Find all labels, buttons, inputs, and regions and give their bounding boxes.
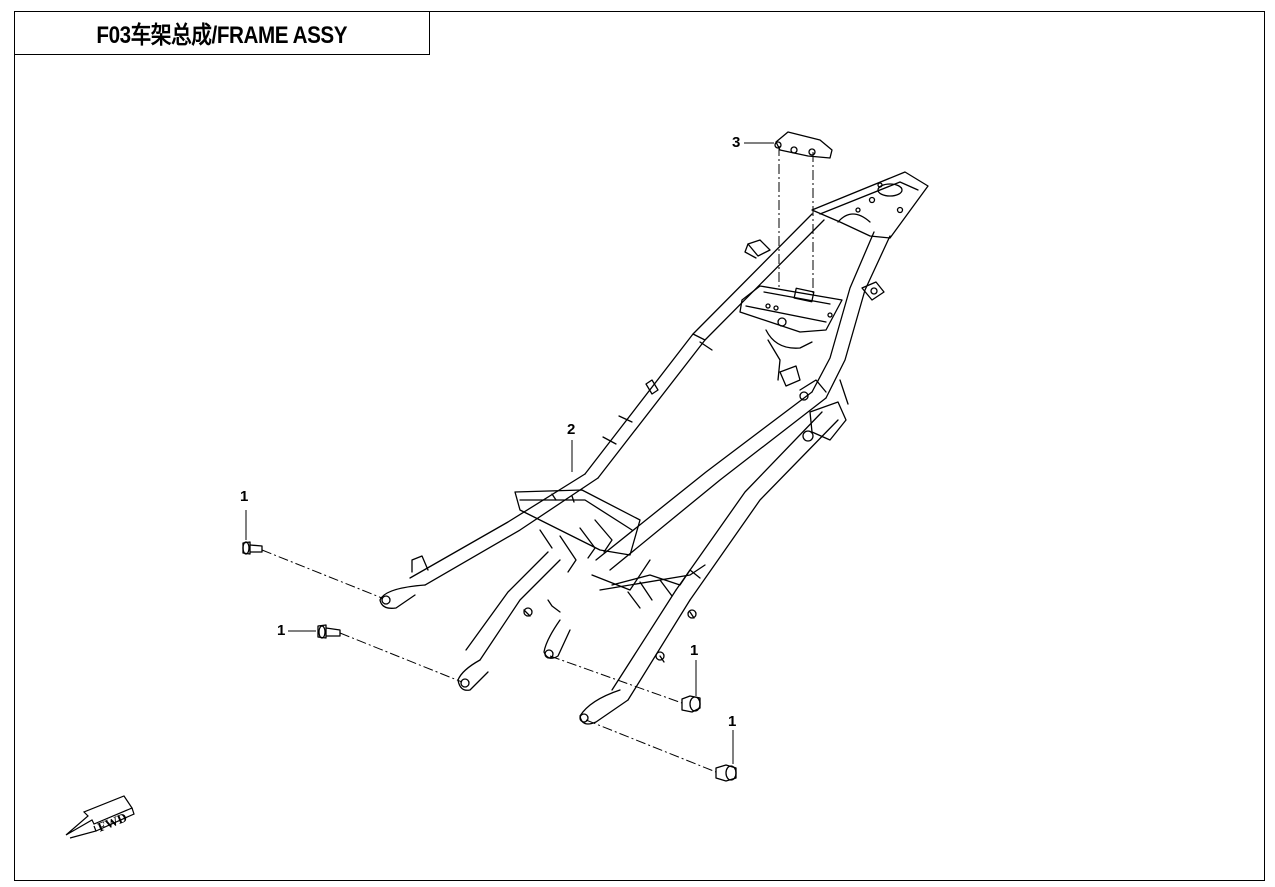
leader-lines	[245, 142, 774, 764]
centerlines	[261, 146, 814, 773]
fwd-label: FWD	[95, 809, 129, 834]
rear-frame-part	[379, 171, 929, 725]
callout-bolt-d: 1	[728, 713, 737, 730]
callout-frame: 2	[567, 421, 576, 438]
callout-bracket: 3	[732, 134, 741, 151]
bolt-part-c	[681, 695, 701, 713]
bolt-part-b	[317, 624, 341, 639]
callout-bolt-a: 1	[240, 488, 249, 505]
bracket-part	[774, 131, 833, 159]
title-block: F03车架总成/FRAME ASSY	[14, 11, 430, 55]
page-title: F03车架总成/FRAME ASSY	[96, 22, 347, 49]
bolt-part-a	[242, 541, 263, 555]
fwd-arrow-icon: FWD	[65, 795, 135, 839]
callout-bolt-b: 1	[277, 622, 286, 639]
sheet-border	[14, 11, 1265, 881]
bolt-part-d	[715, 764, 737, 782]
callout-bolt-c: 1	[690, 642, 699, 659]
